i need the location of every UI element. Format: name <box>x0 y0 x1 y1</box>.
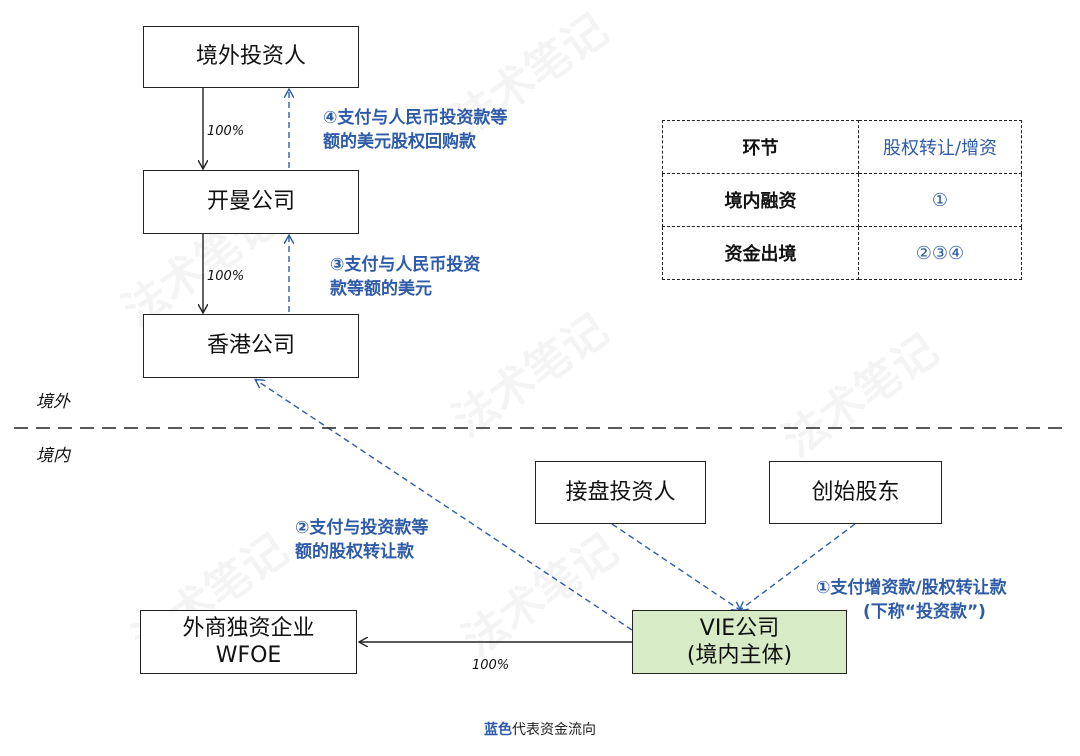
table-cell-value: ① <box>858 173 1022 227</box>
table-cell-key: 资金出境 <box>662 226 859 280</box>
node-cayman-company: 开曼公司 <box>143 170 359 234</box>
footnote-text: 代表资金流向 <box>512 722 596 738</box>
flow-label-step1-line2: (下称“投资款”) <box>863 602 986 622</box>
node-label: 接盘投资人 <box>565 479 676 505</box>
pct-foreign-cayman: 100% <box>207 124 245 139</box>
node-takeover-investor: 接盘投资人 <box>535 461 706 524</box>
pct-vie-wfoe: 100% <box>472 658 510 673</box>
stage-legend-table: 环节 股权转让/增资 境内融资 ① 资金出境 ②③④ <box>662 120 1022 280</box>
node-vie-company: VIE公司 (境内主体) <box>632 610 847 674</box>
node-label: 境外投资人 <box>195 44 306 70</box>
node-foreign-investor: 境外投资人 <box>143 26 359 88</box>
table-header-stage: 环节 <box>662 120 859 174</box>
node-label: 开曼公司 <box>206 189 295 215</box>
node-label-line1: VIE公司 <box>699 615 780 641</box>
table-header-type: 股权转让/增资 <box>858 120 1022 174</box>
flow-label-step3: ③支付与人民币投资 款等额的美元 <box>330 255 481 299</box>
node-wfoe: 外商独资企业 WFOE <box>140 610 357 674</box>
flow-arrow-step1-founder <box>740 523 856 610</box>
node-hongkong-company: 香港公司 <box>143 314 359 378</box>
table-row: 境内融资 ① <box>662 173 1022 227</box>
flow-arrow-step2 <box>256 380 633 631</box>
node-label-line2: WFOE <box>215 643 282 668</box>
node-label: 香港公司 <box>206 333 295 359</box>
node-label: 创始股东 <box>811 479 900 505</box>
footnote-highlight: 蓝色 <box>484 722 512 738</box>
region-offshore-label: 境外 <box>36 392 70 412</box>
flow-label-step1-line1: ①支付增资款/股权转让款 <box>816 578 1007 598</box>
table-row: 环节 股权转让/增资 <box>662 120 1022 174</box>
table-cell-key: 境内融资 <box>662 173 859 227</box>
node-label-line2: (境内主体) <box>686 643 793 668</box>
flow-label-step2: ②支付与投资款等 额的股权转让款 <box>295 518 429 562</box>
table-row: 资金出境 ②③④ <box>662 226 1022 280</box>
region-onshore-label: 境内 <box>36 446 70 466</box>
table-cell-value: ②③④ <box>858 226 1022 280</box>
footnote: 蓝色代表资金流向 <box>0 719 1080 739</box>
flow-label-step4: ④支付与人民币投资款等 额的美元股权回购款 <box>323 108 508 152</box>
flow-arrow-step1-takeover <box>611 523 740 610</box>
pct-cayman-hk: 100% <box>207 269 245 284</box>
node-label-line1: 外商独资企业 <box>182 615 315 641</box>
node-founder: 创始股东 <box>769 461 942 524</box>
